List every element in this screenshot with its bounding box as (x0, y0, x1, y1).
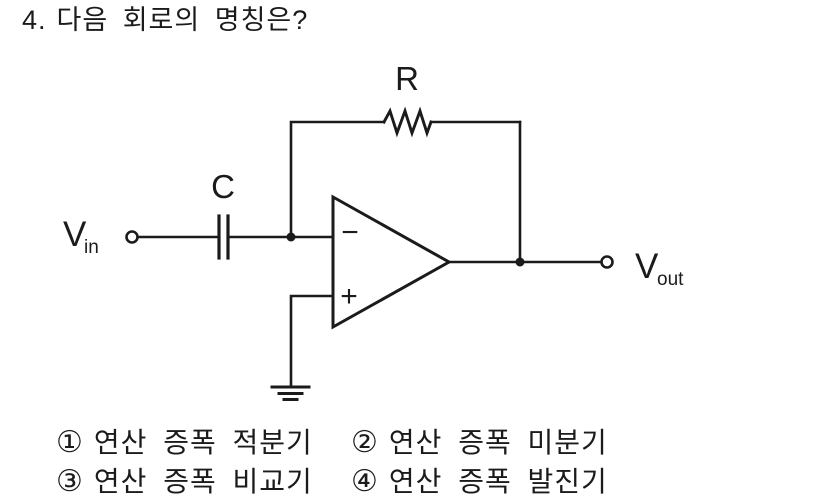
output-terminal-node (600, 255, 614, 269)
question-number: 4. (22, 5, 47, 35)
resistor-label: R (395, 60, 419, 97)
resistor-zigzag (382, 106, 433, 138)
input-junction-dot (286, 232, 296, 242)
choice-2-label: 연산 증폭 미분기 (388, 427, 608, 458)
inverting-input-sign: − (341, 216, 359, 249)
choice-4: ④ 연산 증폭 발진기 (351, 467, 608, 497)
choice-2-number: ② (351, 426, 378, 459)
choice-1: ① 연산 증폭 적분기 (56, 428, 313, 458)
vout-label: V (635, 247, 659, 286)
ground-icon (270, 385, 311, 401)
choice-4-label: 연산 증폭 발진기 (388, 466, 608, 497)
input-terminal-node (125, 230, 139, 244)
vin-label: V (63, 215, 87, 254)
choice-3: ③ 연산 증폭 비교기 (56, 467, 313, 497)
noninverting-input-sign: + (340, 280, 358, 313)
choice-1-label: 연산 증폭 적분기 (93, 427, 313, 458)
capacitor-label: C (211, 168, 235, 205)
choice-3-number: ③ (56, 465, 83, 498)
question-text: 다음 회로의 명칭은? (56, 5, 309, 35)
vout-label-subscript: out (657, 269, 684, 290)
choice-2: ② 연산 증폭 미분기 (351, 428, 608, 458)
question-title: 4. 다음 회로의 명칭은? (22, 5, 308, 35)
vin-label-subscript: in (84, 237, 99, 258)
choice-3-label: 연산 증폭 비교기 (93, 466, 313, 497)
choice-1-number: ① (56, 426, 83, 459)
choice-4-number: ④ (351, 465, 378, 498)
opamp-triangle (331, 194, 453, 330)
output-junction-dot (515, 257, 525, 267)
feedback-wire-left (289, 120, 386, 239)
noninverting-input-wire (289, 294, 335, 389)
